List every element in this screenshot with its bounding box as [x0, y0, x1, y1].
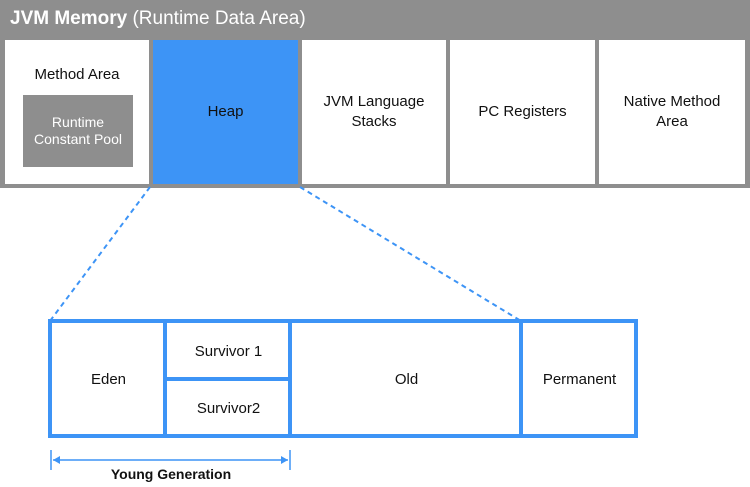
jvm-language-stacks-cell: JVM Language Stacks	[302, 40, 446, 184]
native-method-area-label: Native Method Area	[623, 93, 721, 130]
zoom-line-right	[299, 186, 522, 322]
survivor1-label: Survivor 1	[194, 342, 263, 360]
native-method-area-cell: Native Method Area	[599, 40, 745, 184]
heap-label: Heap	[207, 103, 244, 120]
diagram-title: JVM Memory (Runtime Data Area)	[0, 0, 750, 38]
heap-detail-outline	[48, 319, 638, 438]
permanent-label: Permanent	[542, 371, 617, 388]
pc-registers-label: PC Registers	[478, 103, 567, 120]
eden-cell: Eden	[54, 325, 163, 434]
method-area-label: Method Area	[34, 66, 120, 83]
survivor1-cell: Survivor 1	[169, 325, 288, 377]
eden-label: Eden	[90, 371, 127, 388]
old-label: Old	[394, 371, 419, 388]
heap-cell: Heap	[153, 40, 298, 184]
title-bold: JVM Memory	[10, 8, 128, 29]
runtime-constant-pool-box: Runtime Constant Pool	[23, 95, 133, 167]
permanent-cell: Permanent	[525, 325, 634, 434]
jvm-language-stacks-label: JVM Language Stacks	[323, 93, 425, 130]
young-generation-label: Young Generation	[110, 466, 232, 482]
pc-registers-cell: PC Registers	[450, 40, 595, 184]
survivor2-cell: Survivor2	[169, 383, 288, 434]
young-gen-arrow-left	[53, 456, 60, 464]
zoom-line-left	[49, 186, 151, 322]
runtime-constant-pool-label: Runtime Constant Pool	[34, 114, 122, 147]
young-gen-arrow-right	[281, 456, 288, 464]
title-light: (Runtime Data Area)	[132, 8, 306, 29]
survivor2-label: Survivor2	[196, 400, 261, 417]
old-cell: Old	[294, 325, 519, 434]
